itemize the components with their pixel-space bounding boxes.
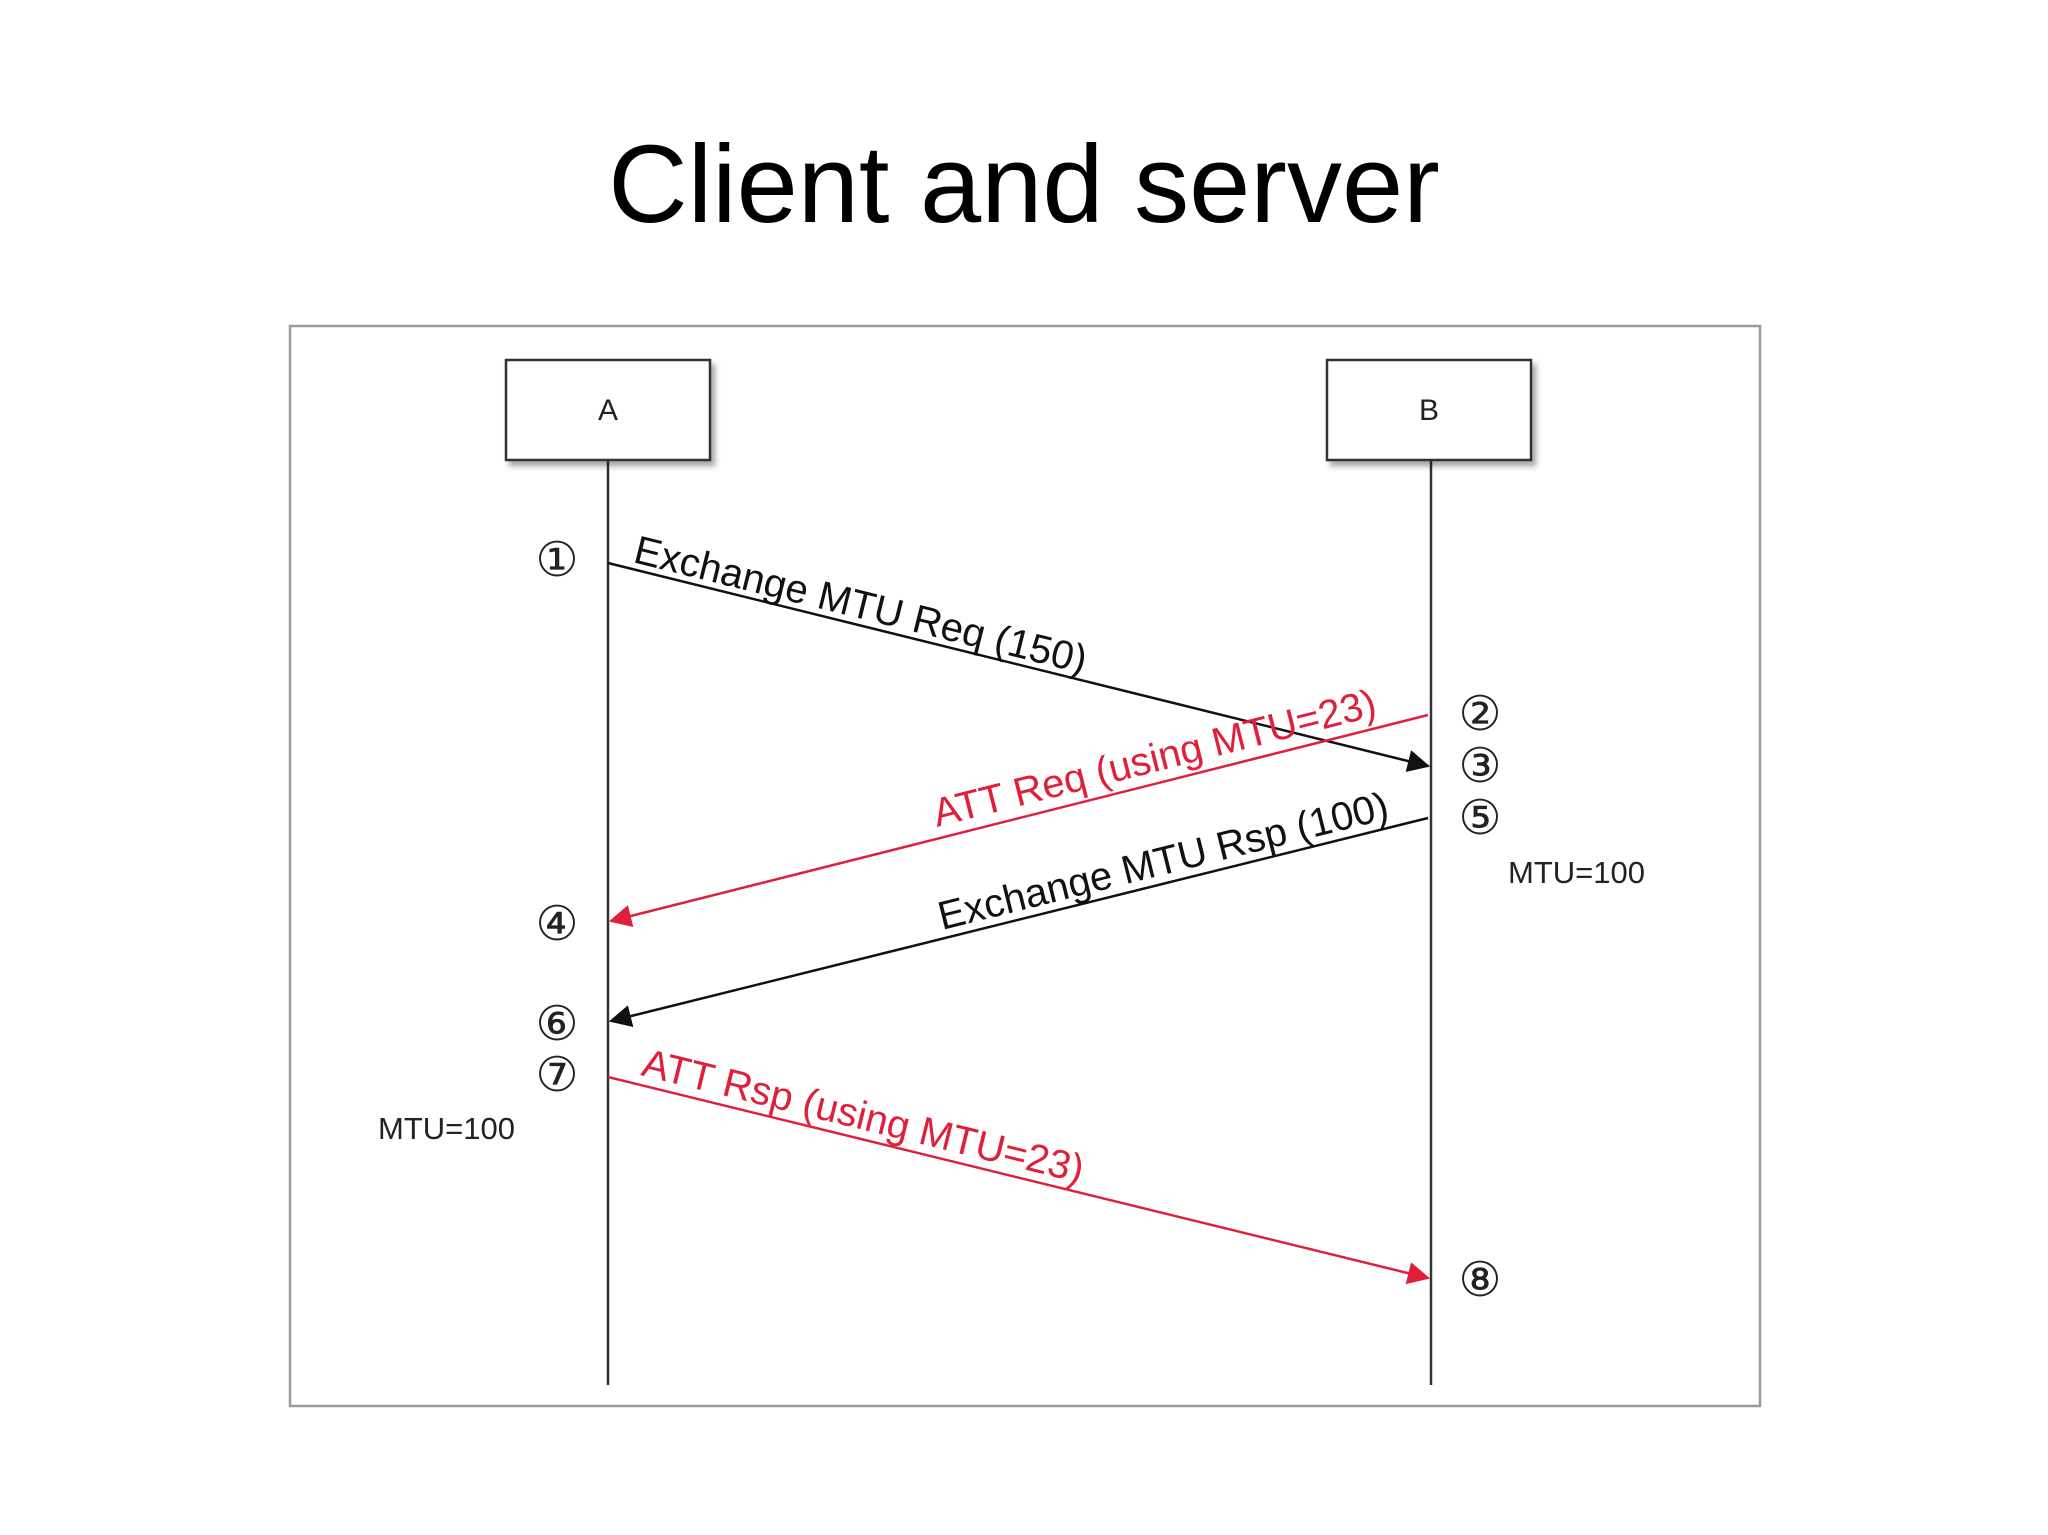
- mtu-note-b: MTU=100: [1508, 855, 1645, 890]
- mtu-note-a: MTU=100: [378, 1111, 515, 1146]
- message-arrow-1: [607, 561, 1431, 773]
- step-marker-1: ①: [535, 534, 578, 587]
- step-marker-3: ③: [1458, 740, 1501, 793]
- participant-a-label: A: [598, 394, 618, 427]
- message-arrow-2: [608, 713, 1429, 927]
- step-marker-6: ⑥: [535, 998, 578, 1051]
- step-marker-8: ⑧: [1458, 1254, 1501, 1307]
- slide-title: Client and server: [608, 123, 1440, 246]
- participant-b: B: [1325, 358, 1533, 462]
- diagram-frame: [288, 324, 1762, 1408]
- participant-a: A: [504, 358, 712, 462]
- message-arrow-3: [608, 816, 1429, 1028]
- step-marker-5: ⑤: [1458, 792, 1501, 845]
- step-marker-7: ⑦: [535, 1049, 578, 1102]
- step-marker-2: ②: [1458, 688, 1501, 741]
- message-arrow-4: [607, 1075, 1431, 1285]
- participant-b-label: B: [1419, 394, 1439, 427]
- step-marker-4: ④: [535, 898, 578, 951]
